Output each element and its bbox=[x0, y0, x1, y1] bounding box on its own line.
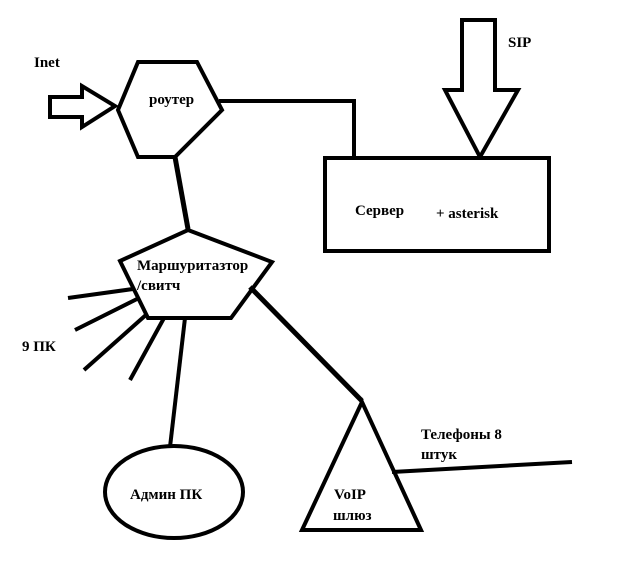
sip-arrow bbox=[441, 18, 522, 162]
inet-arrow bbox=[48, 82, 119, 131]
router-label: роутер bbox=[149, 92, 195, 108]
asterisk-label: + asterisk bbox=[436, 206, 499, 222]
sip-label: SIP bbox=[508, 35, 532, 51]
switch-admin-link bbox=[168, 317, 187, 448]
pcs-label: 9 ПК bbox=[22, 339, 56, 355]
server-box bbox=[323, 156, 551, 253]
pc-link-4 bbox=[128, 317, 166, 381]
voip-label-line1: VoIP bbox=[334, 487, 366, 503]
switch-label-line2: /свитч bbox=[137, 278, 181, 294]
admin-pc-label: Админ ПК bbox=[130, 487, 203, 503]
switch-voip-link bbox=[248, 285, 364, 403]
phones-label-line2: штук bbox=[421, 447, 457, 463]
phones-link bbox=[391, 460, 573, 474]
voip-triangle bbox=[298, 397, 425, 532]
router-switch-link bbox=[172, 156, 191, 230]
admin-pc-ellipse bbox=[103, 444, 245, 540]
inet-label: Inet bbox=[34, 55, 60, 71]
voip-label-line2: шлюз bbox=[333, 508, 372, 524]
router-server-link bbox=[219, 99, 356, 157]
server-label: Сервер bbox=[355, 203, 405, 219]
phones-label-line1: Телефоны 8 bbox=[421, 427, 502, 443]
switch-pentagon bbox=[117, 227, 276, 320]
pc-link-1 bbox=[67, 287, 134, 300]
router-hexagon bbox=[115, 60, 225, 159]
pc-link-3 bbox=[82, 312, 149, 372]
switch-label-line1: Маршуритазтор bbox=[137, 258, 249, 274]
pc-link-2 bbox=[74, 296, 140, 332]
